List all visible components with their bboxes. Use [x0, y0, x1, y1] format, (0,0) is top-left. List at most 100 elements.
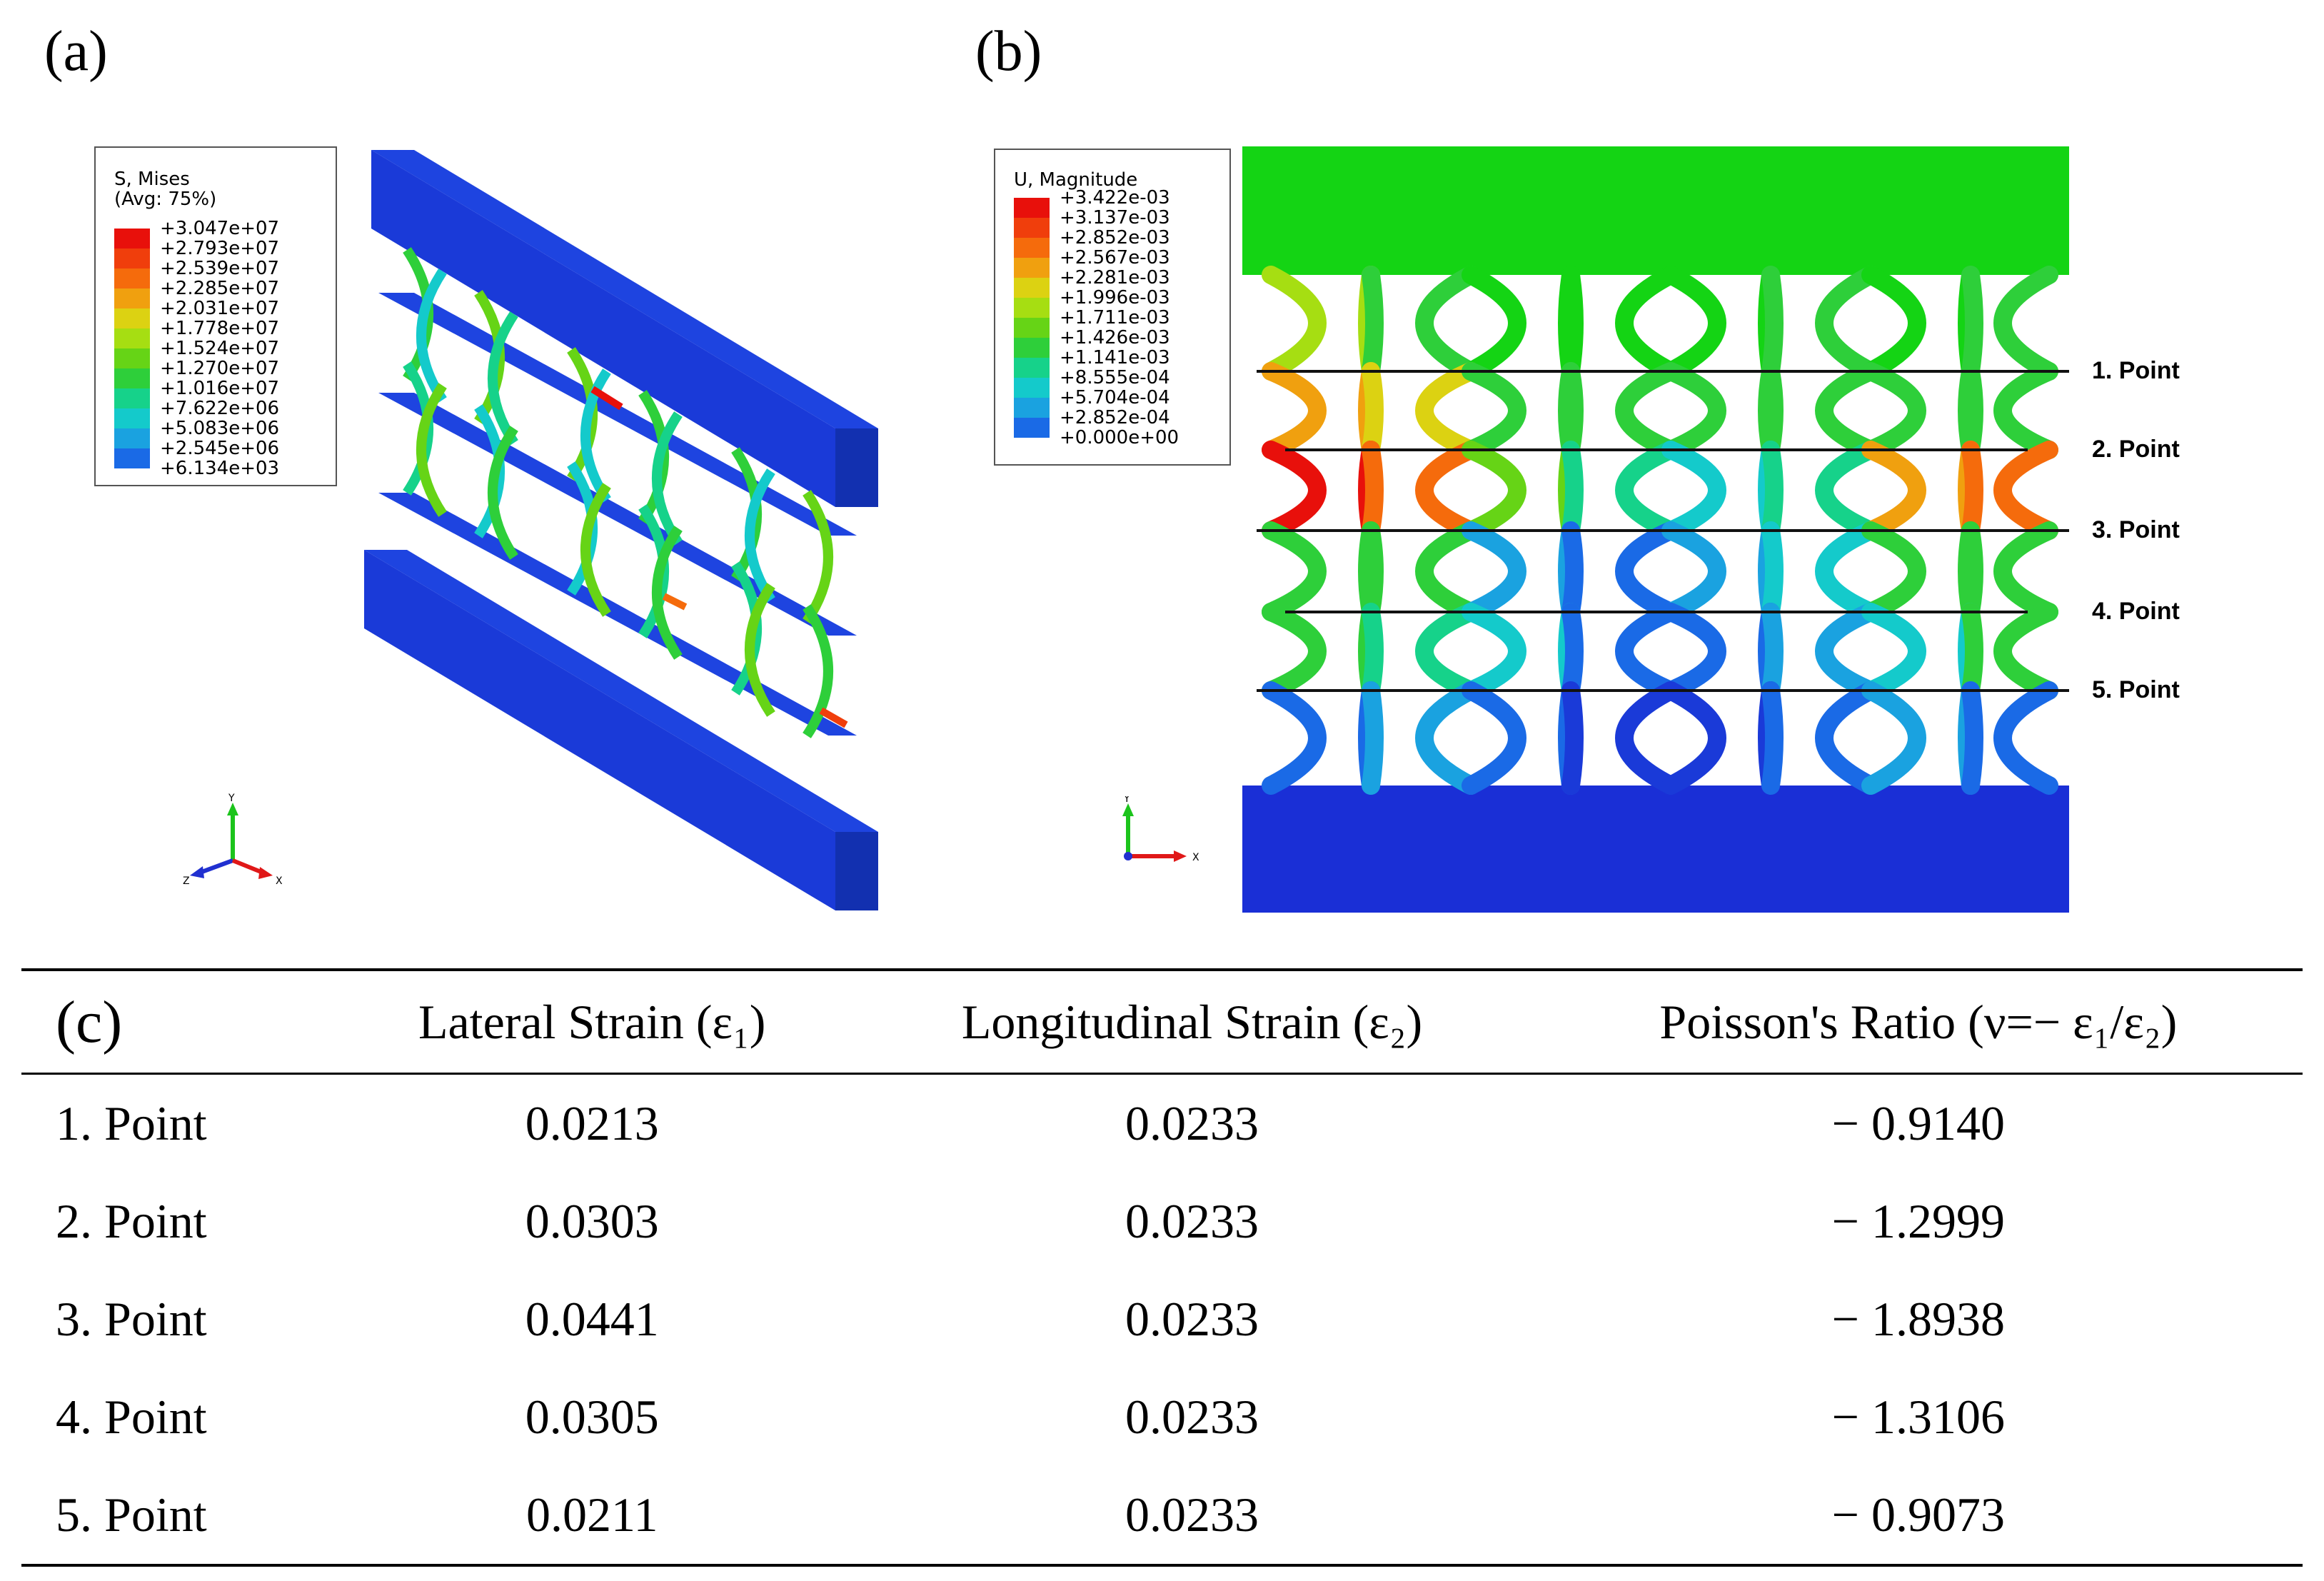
cell-ligament — [1961, 362, 1983, 459]
row-longitudinal: 0.0233 — [1125, 1194, 1259, 1248]
cell-ligament — [1415, 681, 1480, 795]
cell-ligament — [1661, 266, 1726, 381]
cell-ligament — [1993, 521, 2058, 621]
row-lateral: 0.0303 — [525, 1194, 659, 1248]
cell-ligament — [1961, 521, 1983, 621]
cell-ligament — [1661, 603, 1726, 700]
legend-swatch — [1014, 378, 1050, 398]
cell-ligament — [1462, 266, 1526, 381]
cell-ligament — [1462, 603, 1526, 700]
legend-swatch — [1014, 278, 1050, 298]
cell-ligament — [1993, 266, 2058, 381]
cell-ligament — [1462, 441, 1526, 540]
top-plate — [1242, 146, 2069, 275]
cell-ligament — [1761, 681, 1784, 795]
legend-swatch — [1014, 238, 1050, 258]
cell-ligament — [1861, 362, 1926, 459]
legend-swatch — [114, 308, 150, 328]
stress-legend-title: S, Mises — [114, 169, 190, 190]
cell-ligament — [1415, 441, 1480, 540]
table-header-row: (c) Lateral Strain (ε₁) Longitudinal Str… — [21, 968, 2303, 1075]
legend-swatch — [114, 368, 150, 388]
cell-ligament — [1993, 603, 2058, 700]
point-label-4: 4. Point — [2092, 598, 2180, 625]
cell-ligament — [1362, 362, 1384, 459]
point-label-5: 5. Point — [2092, 676, 2180, 703]
top-slab — [371, 150, 878, 507]
row-lateral: 0.0441 — [525, 1292, 659, 1346]
cell-ligament — [1561, 362, 1584, 459]
legend-value: +2.545e+06 — [160, 438, 280, 459]
header-longitudinal-strain: Longitudinal Strain (ε₂) — [850, 968, 1534, 1075]
legend-value: +1.141e-03 — [1060, 347, 1170, 368]
legend-value: +3.422e-03 — [1060, 187, 1170, 209]
cell-ligament — [1262, 521, 1327, 621]
cell-ligament — [1615, 681, 1680, 795]
cell-ligament — [1815, 603, 1880, 700]
row-poisson: − 1.8938 — [1831, 1292, 2005, 1346]
legend-value: +2.539e+07 — [160, 258, 280, 279]
table-row: 4. Point 0.0305 0.0233 − 1.3106 — [21, 1368, 2303, 1466]
x-axis-label-b: X — [1192, 852, 1199, 863]
legend-swatch — [114, 428, 150, 448]
header-poisson-ratio: Poisson's Ratio (ν=− ε₁/ε₂) — [1534, 968, 2303, 1075]
cell-ligament — [1415, 266, 1480, 381]
cell-ligament — [1993, 362, 2058, 459]
row-poisson: − 0.9073 — [1534, 1466, 2303, 1567]
row-longitudinal: 0.0233 — [1125, 1390, 1259, 1444]
cell-ligament — [1561, 266, 1584, 381]
legend-swatch — [1014, 338, 1050, 358]
legend-swatch — [1014, 418, 1050, 438]
cell-ligament — [1661, 681, 1726, 795]
cell-ligament — [1561, 521, 1584, 621]
legend-value: +1.711e-03 — [1060, 307, 1170, 328]
row-poisson: − 1.2999 — [1831, 1194, 2005, 1248]
legend-value: +2.793e+07 — [160, 238, 280, 259]
cell-ligament — [1861, 521, 1926, 621]
cell-ligament — [1815, 266, 1880, 381]
row-lateral: 0.0211 — [334, 1466, 850, 1567]
measurement-lines — [1257, 370, 2069, 692]
cell-ligament — [1761, 441, 1784, 540]
cell-ligament — [1861, 603, 1926, 700]
bottom-slab — [364, 550, 878, 910]
cell-ligament — [1815, 681, 1880, 795]
displacement-legend-title: U, Magnitude — [1014, 169, 1138, 191]
legend-value: +2.567e-03 — [1060, 247, 1170, 268]
cell-ligament — [1615, 362, 1680, 459]
legend-value: +2.285e+07 — [160, 278, 280, 299]
legend-value: +7.622e+06 — [160, 398, 280, 419]
legend-swatch — [114, 229, 150, 249]
legend-value: +2.031e+07 — [160, 298, 280, 319]
cell-ligament — [1661, 362, 1726, 459]
legend-swatch — [1014, 198, 1050, 218]
legend-swatch — [1014, 358, 1050, 378]
y-axis-label-a: Y — [228, 793, 235, 804]
row-longitudinal: 0.0233 — [1125, 1292, 1259, 1346]
table-row: 1. Point 0.0213 0.0233 − 0.9140 — [21, 1074, 2303, 1173]
row-poisson: − 0.9140 — [1831, 1096, 2005, 1150]
stress-legend-subtitle: (Avg: 75%) — [114, 189, 217, 210]
y-axis-label-b: Y — [1123, 796, 1130, 805]
legend-value: +2.852e-04 — [1060, 407, 1170, 428]
cell-ligament — [1561, 681, 1584, 795]
cell-ligament — [1415, 521, 1480, 621]
table-row: 3. Point 0.0441 0.0233 − 1.8938 — [21, 1270, 2303, 1368]
legend-swatch — [1014, 258, 1050, 278]
cell-ligament — [1462, 681, 1526, 795]
cell-ligament — [1362, 681, 1384, 795]
cell-ligament — [1815, 362, 1880, 459]
cell-ligament — [1815, 441, 1880, 540]
stress-legend: S, Mises (Avg: 75%) +3.047e+07+2.793e+07… — [94, 146, 337, 486]
legend-value: +2.852e-03 — [1060, 227, 1170, 249]
point-label-2: 2. Point — [2092, 436, 2180, 463]
cell-ligament — [1961, 603, 1983, 700]
cell-ligament — [1861, 266, 1926, 381]
legend-value: +5.704e-04 — [1060, 387, 1170, 408]
cell-ligament — [1961, 441, 1983, 540]
row-point: 5. Point — [21, 1466, 334, 1567]
legend-value: +8.555e-04 — [1060, 367, 1170, 388]
row-point: 2. Point — [56, 1194, 207, 1248]
legend-swatch — [114, 408, 150, 428]
legend-swatch — [114, 328, 150, 348]
